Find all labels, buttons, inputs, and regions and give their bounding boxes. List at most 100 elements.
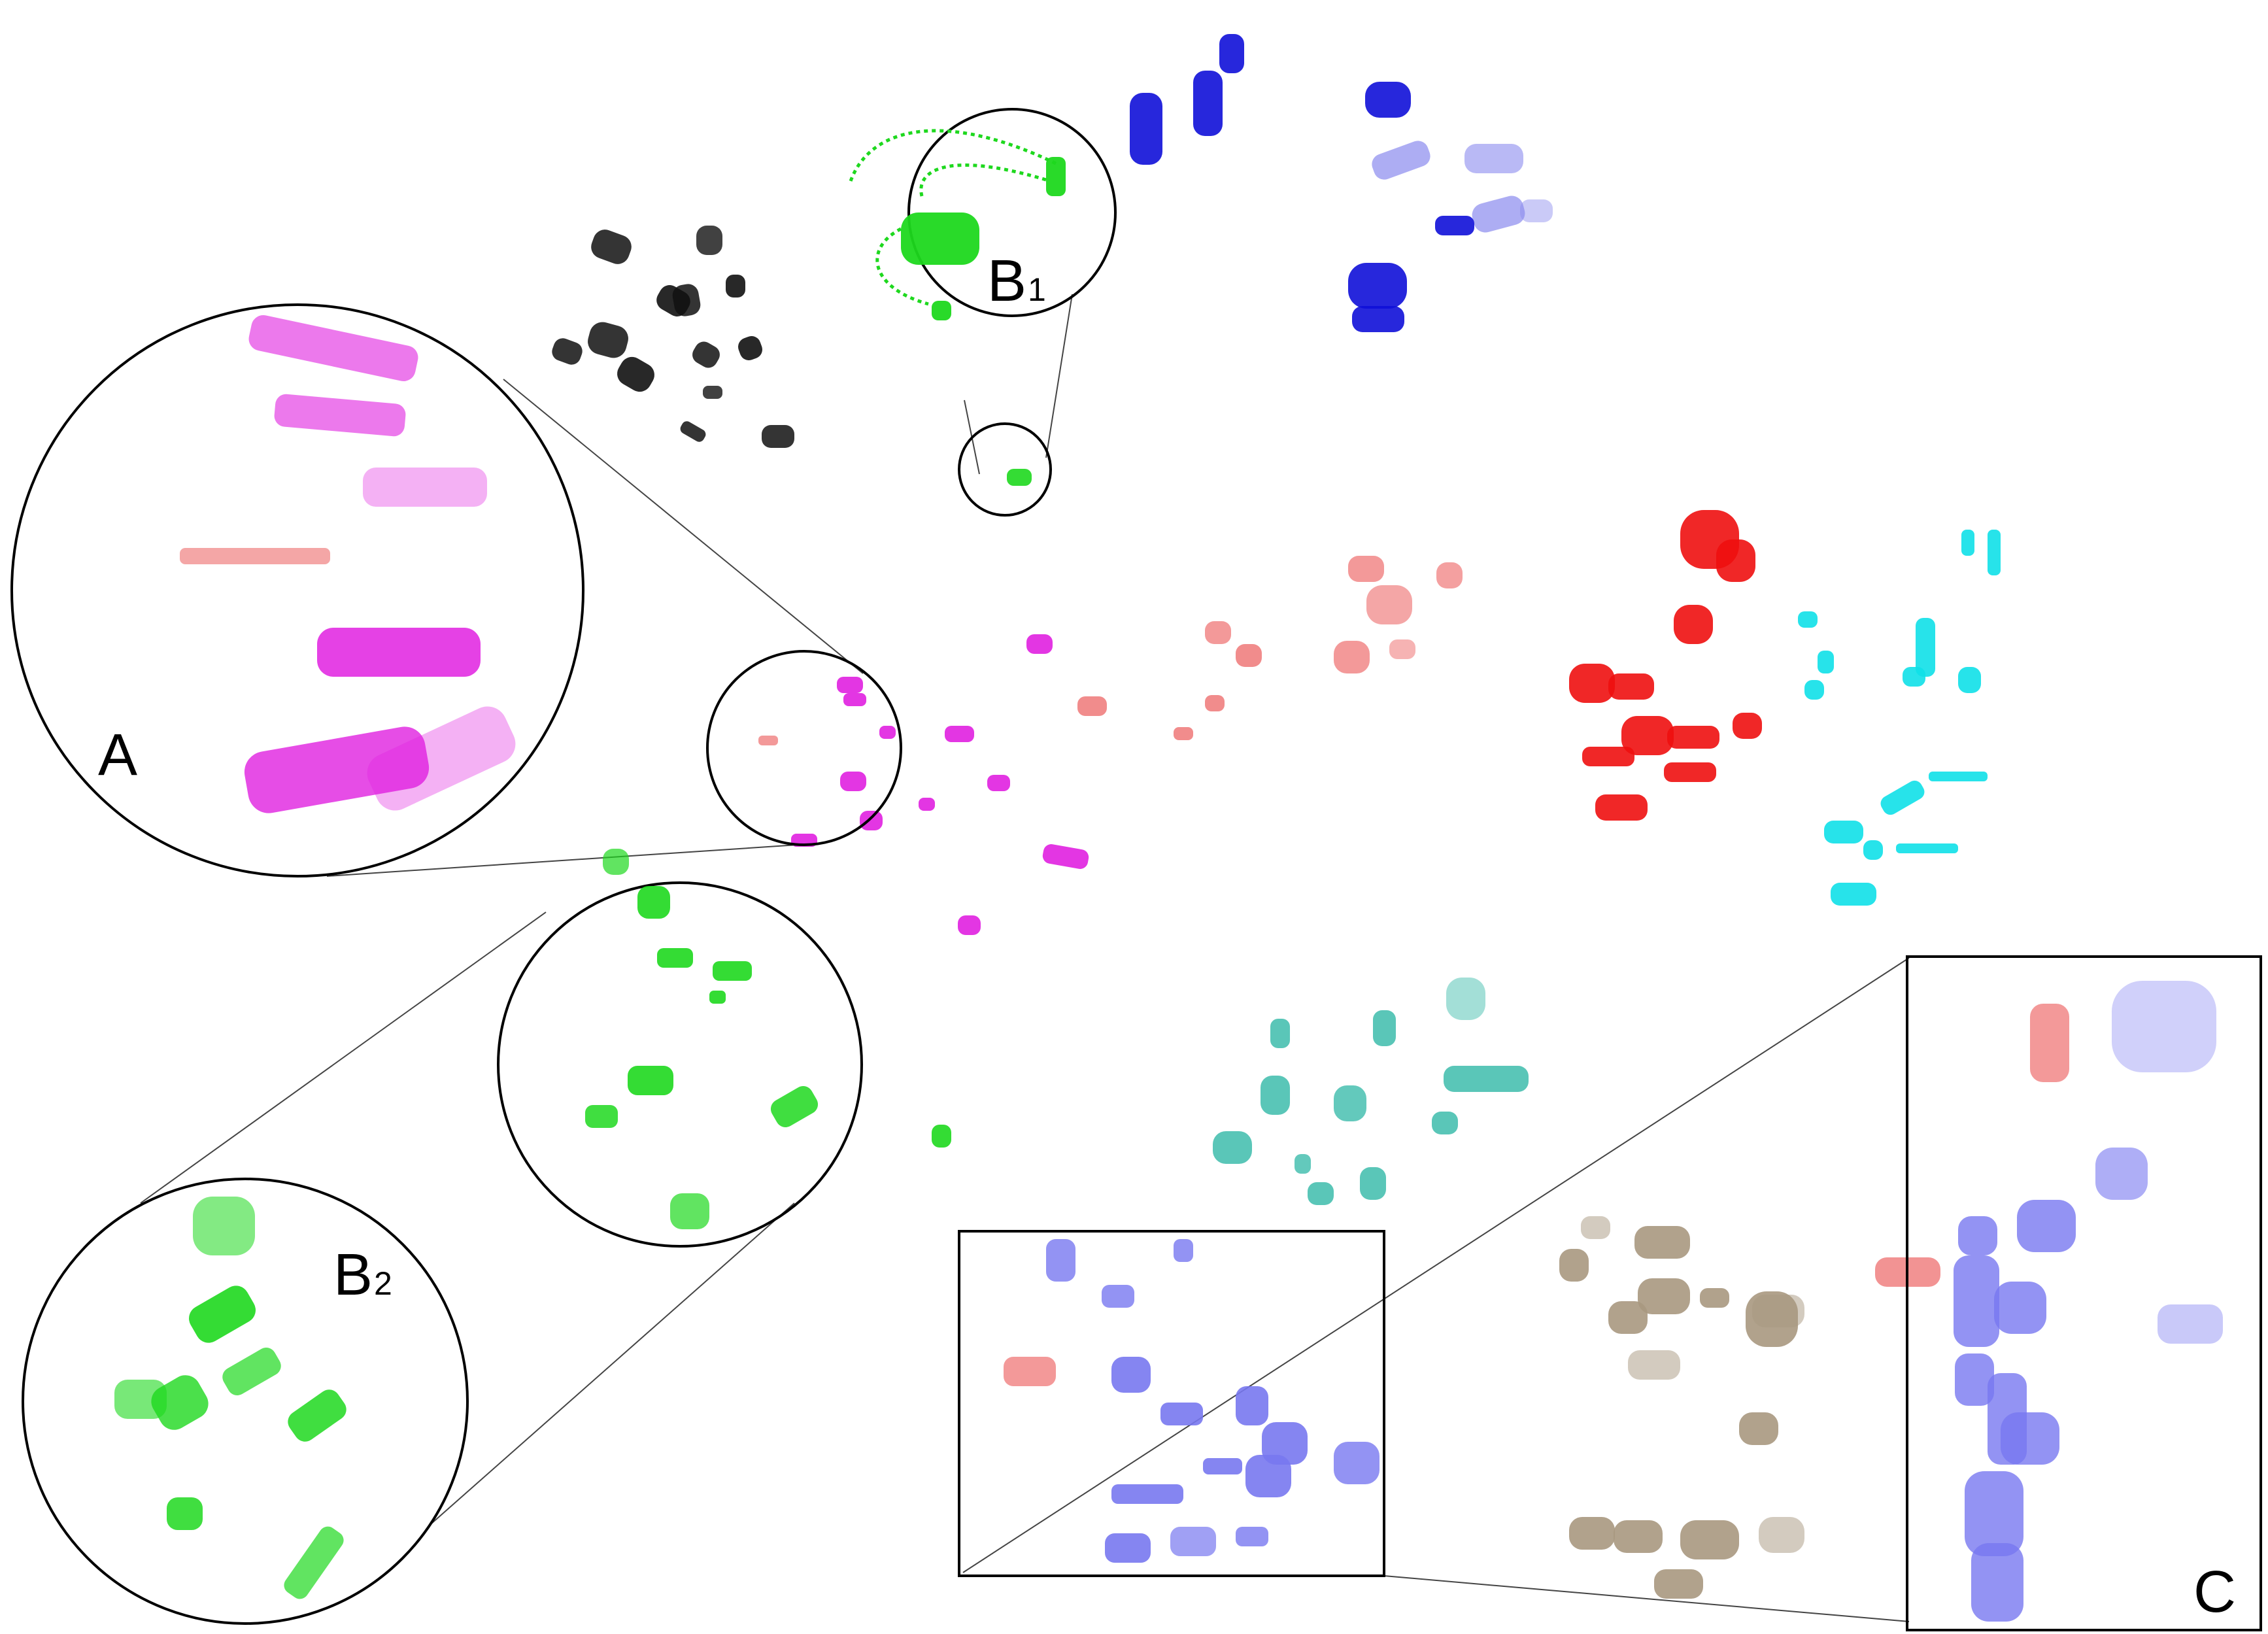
source-circle-b1 [958,422,1052,517]
zoom-frames [10,108,2262,1631]
zoomed-cable-curve [875,227,929,306]
zoomed-shape-periwinkle [1111,1484,1183,1504]
cluster-point-group-teal [1432,1112,1458,1134]
cluster-point-group-red [1569,664,1615,703]
cluster-point-group-magenta [958,915,981,935]
cluster-point-group-salmon [1236,644,1262,667]
cluster-point-group-tan [1752,1295,1804,1327]
cluster-point-group-teal [1334,1085,1366,1121]
zoom-label-b1: B [987,248,1026,314]
zoom-circle-b2 [22,1178,469,1625]
zoomed-shape-green [713,961,752,981]
zoomed-shape-periwinkle [1958,1216,1997,1255]
zoomed-shape-green [657,948,693,968]
cluster-point-group-salmon [1174,727,1193,740]
cluster-point-group-magenta [837,677,863,693]
cluster-point-group-cyan [1824,821,1863,843]
cluster-point-group-cyan [1958,667,1981,693]
cluster-point-group-black [738,336,762,360]
cluster-point-group-tan [1559,1249,1589,1282]
cluster-point-group-cyan [1988,530,2001,575]
cluster-point-group-salmon [1436,562,1463,588]
cluster-point-group-red [1664,762,1716,782]
cluster-point-group-magenta [919,798,935,811]
zoomed-shape-periwinkle [2017,1200,2076,1252]
cluster-point-group-teal [1360,1167,1386,1200]
zoomed-shape-green [932,301,951,320]
zoom-circle-b1 [907,108,1117,317]
zoom-connector-line [962,957,1910,1573]
cluster-point-group-teal [1446,978,1485,1020]
zoom-label-b2-subscript: 2 [374,1265,392,1302]
zoomed-shape-green [585,1105,618,1128]
source-circle-b2 [497,881,863,1248]
zoomed-shape-periwinkle [1160,1403,1203,1425]
cluster-point-group-salmon [1348,556,1384,582]
cluster-point-group-teal [1270,1019,1290,1048]
cluster-point-group-teal [1261,1076,1290,1115]
cluster-point-group-tan [1628,1350,1680,1380]
zoomed-shape-periwinkle [1262,1422,1308,1465]
cluster-point-group-tan [1608,1301,1648,1334]
zoomed-shape-periwinkle [1046,1239,1075,1282]
zoomed-shape-green [770,1086,819,1127]
cluster-point-group-magenta [840,772,866,791]
zoom-label-b1-subscript: 1 [1028,271,1046,308]
zoomed-shape-magenta [363,468,487,507]
cluster-point-group-cyan [1903,667,1925,687]
zoomed-shape-green [709,991,726,1004]
cluster-point-group-light_blue [1372,141,1430,180]
zoomed-shape-salmon [2030,1004,2069,1082]
zoomed-shape-periwinkle [2095,1148,2148,1200]
cluster-point-group-light_blue [1472,196,1525,233]
cluster-point-group-tan [1759,1517,1804,1553]
cluster-point-group-teal [1308,1182,1334,1205]
zoomed-shape-periwinkle [1334,1442,1379,1484]
zoomed-shape-magenta [317,628,481,677]
cluster-point-group-tan [1569,1517,1615,1550]
cluster-point-group-teal [1373,1010,1396,1046]
zoomed-shape-periwinkle [1102,1285,1134,1308]
cluster-point-group-red [1608,673,1654,700]
zoomed-shape-periwinkle [2112,981,2216,1072]
zoom-connector-line [431,1202,795,1524]
zoomed-shape-periwinkle [1971,1543,2023,1622]
cluster-point-group-blue [1365,82,1411,118]
cluster-point-group-teal [1295,1154,1311,1174]
cluster-point-group-cyan [1880,780,1925,815]
zoomed-shape-salmon [1004,1357,1056,1386]
cluster-point-group-tan [1614,1520,1663,1553]
cluster-point-group-blue [1352,306,1404,332]
cluster-point-group-red [1667,726,1719,749]
cluster-point-group-black [588,322,628,358]
cluster-point-group-blue [1130,93,1162,165]
cluster-point-group-black [617,356,654,392]
cluster-point-group-red [1733,713,1762,739]
zoom-connector-line [503,379,864,674]
zoomed-shape-green [670,1193,709,1229]
zoomed-shape-periwinkle [1105,1533,1151,1563]
cluster-point-group-tan [1700,1288,1729,1308]
cluster-point-group-black [672,284,701,316]
cluster-point-group-light_blue [1520,199,1553,222]
cluster-point-group-tan [1638,1278,1690,1314]
cluster-point-group-magenta [945,726,974,742]
cluster-point-group-black [552,338,583,365]
cluster-point-group-cyan [1961,530,1974,556]
zoom-rect-c [1906,955,2262,1631]
cluster-point-group-salmon [1389,639,1415,659]
cluster-point-group-tan [1739,1412,1778,1445]
zoomed-shape-periwinkle [1236,1527,1268,1546]
cluster-point-group-cyan [1863,840,1883,860]
zoomed-shape-periwinkle [1170,1527,1216,1556]
cluster-point-group-cyan [1896,843,1958,853]
zoomed-shape-periwinkle [2001,1412,2059,1465]
cluster-point-group-black [591,230,632,264]
zoomed-shape-green [189,1285,256,1343]
cluster-point-group-blue [1193,71,1223,136]
point-clusters [552,34,2001,1599]
zoomed-shape-green [901,213,979,265]
zoomed-shape-periwinkle [1965,1471,2023,1556]
cluster-point-group-red [1595,794,1648,821]
zoomed-shape-periwinkle [2158,1304,2223,1344]
